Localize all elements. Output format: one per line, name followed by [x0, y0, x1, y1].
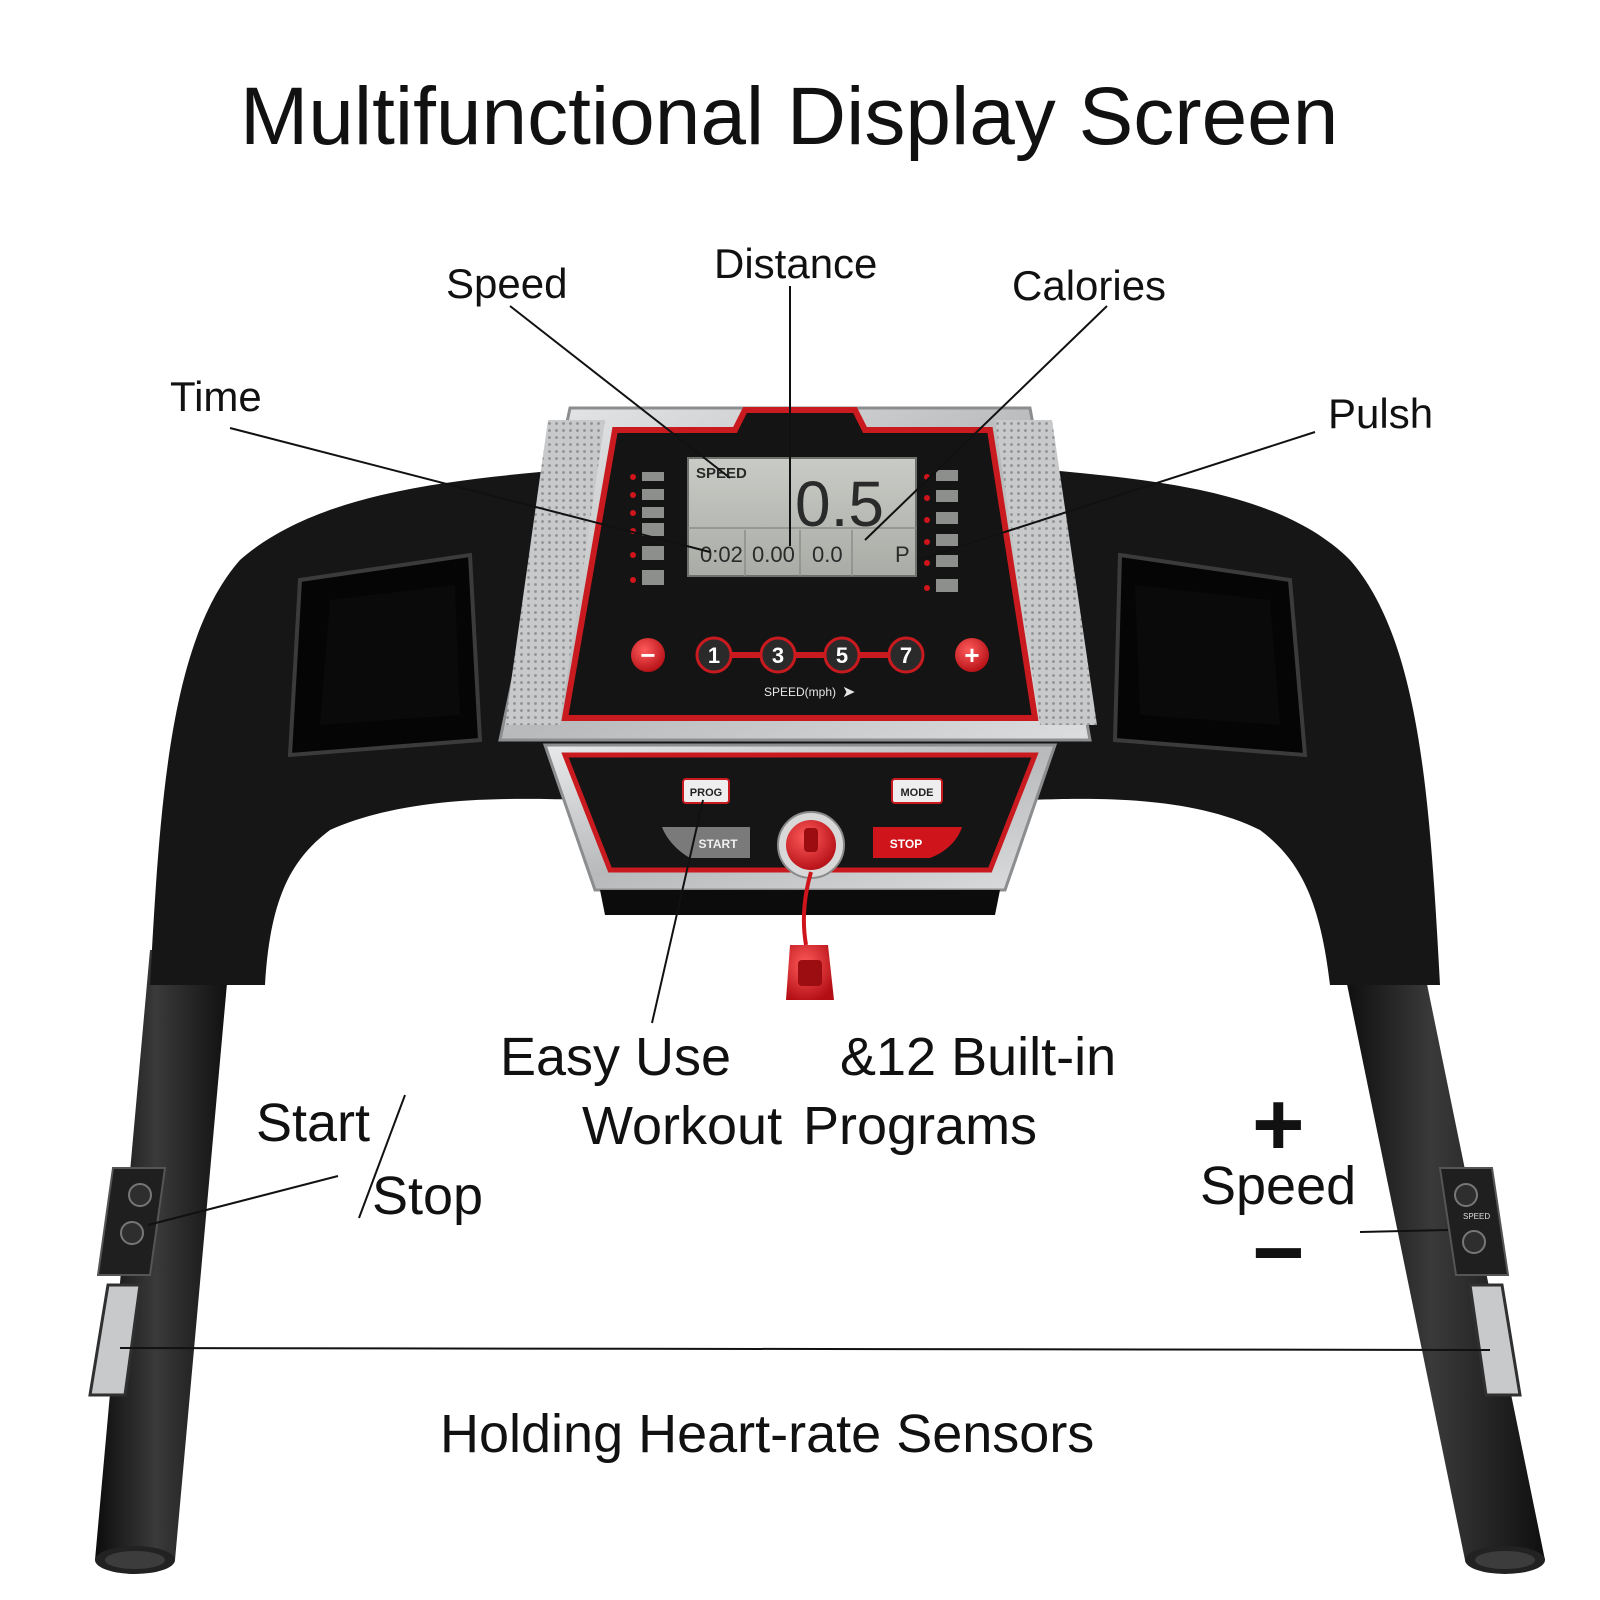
speed-preset-7-label: 7 [900, 643, 912, 668]
left-handle-controls [88, 1167, 167, 1397]
stop-button[interactable]: STOP [873, 827, 962, 858]
start-button[interactable]: START [662, 827, 750, 858]
callout-easy-use: Easy Use [500, 1027, 732, 1087]
callout-time: Time [170, 373, 262, 420]
lcd-speed-label: SPEED [696, 465, 747, 482]
prog-button[interactable]: PROG [682, 778, 730, 804]
lcd-display: SPEED 0.5 0:02 0.00 0.0 P [687, 457, 917, 577]
callout-workout: Workout [582, 1096, 783, 1156]
speed-preset-7-button[interactable]: 7 [887, 636, 925, 674]
quick-speed-row: − 1 3 5 7 + SPEED(mph) ➤ [631, 636, 989, 701]
lcd-pulse-readout: P [895, 542, 910, 567]
lcd-distance-readout: 0.00 [752, 542, 795, 567]
speed-minus-callout: − [1252, 1203, 1305, 1303]
right-handle-controls: SPEED [1438, 1167, 1522, 1397]
handle-speed-label: SPEED [1463, 1212, 1490, 1221]
callout-stop: Stop [372, 1166, 484, 1226]
callout-lines [119, 286, 1491, 1351]
callout-calories: Calories [1012, 262, 1167, 309]
speed-plus-callout: + [1252, 1075, 1305, 1175]
speed-unit-label: SPEED(mph) [764, 685, 836, 699]
prog-button-label: PROG [690, 787, 722, 799]
speed-up-handle-button[interactable] [1454, 1183, 1478, 1207]
speed-preset-1-label: 1 [708, 643, 720, 668]
lcd-calories-readout: 0.0 [812, 542, 843, 567]
left-handrail [95, 950, 230, 1574]
stop-button-label: STOP [890, 837, 922, 851]
speed-minus-button[interactable]: − [631, 638, 665, 672]
callout-built-in: &12 Built-in [840, 1027, 1117, 1087]
start-button-label: START [698, 837, 738, 851]
start-stop-button-bottom[interactable] [120, 1221, 144, 1245]
safety-key[interactable] [777, 811, 845, 1000]
speed-plus-button[interactable]: + [955, 638, 989, 672]
mode-button[interactable]: MODE [891, 778, 943, 804]
callout-distance: Distance [714, 240, 878, 287]
callout-pulse: Pulsh [1328, 390, 1434, 437]
speed-preset-3-button[interactable]: 3 [759, 636, 797, 674]
speed-preset-5-label: 5 [836, 643, 848, 668]
right-pulse-sensor [1468, 1283, 1522, 1397]
right-storage-tray [1112, 552, 1308, 758]
speed-down-handle-button[interactable] [1462, 1230, 1486, 1254]
callout-speed-control: Speed [1200, 1156, 1357, 1216]
callout-heart-rate-sensors: Holding Heart-rate Sensors [440, 1404, 1095, 1464]
runner-icon: ➤ [842, 684, 855, 701]
speed-plus-symbol: + [964, 640, 979, 670]
speed-minus-symbol: − [640, 640, 655, 670]
start-stop-button-top[interactable] [128, 1183, 152, 1207]
left-storage-tray [287, 552, 483, 758]
mode-button-label: MODE [901, 787, 934, 799]
page-title: Multifunctional Display Screen [240, 71, 1339, 162]
speed-preset-1-button[interactable]: 1 [695, 636, 733, 674]
program-icons-left [630, 472, 664, 585]
lcd-speed-readout: 0.5 [795, 468, 884, 540]
right-handrail [1340, 950, 1545, 1574]
callout-start: Start [256, 1093, 371, 1153]
speed-preset-3-label: 3 [772, 643, 784, 668]
left-pulse-sensor [88, 1283, 142, 1397]
speed-preset-5-button[interactable]: 5 [823, 636, 861, 674]
callout-speed: Speed [446, 260, 568, 307]
program-icons-right [924, 470, 958, 592]
lcd-time-readout: 0:02 [700, 542, 743, 567]
callout-programs: Programs [803, 1096, 1038, 1156]
